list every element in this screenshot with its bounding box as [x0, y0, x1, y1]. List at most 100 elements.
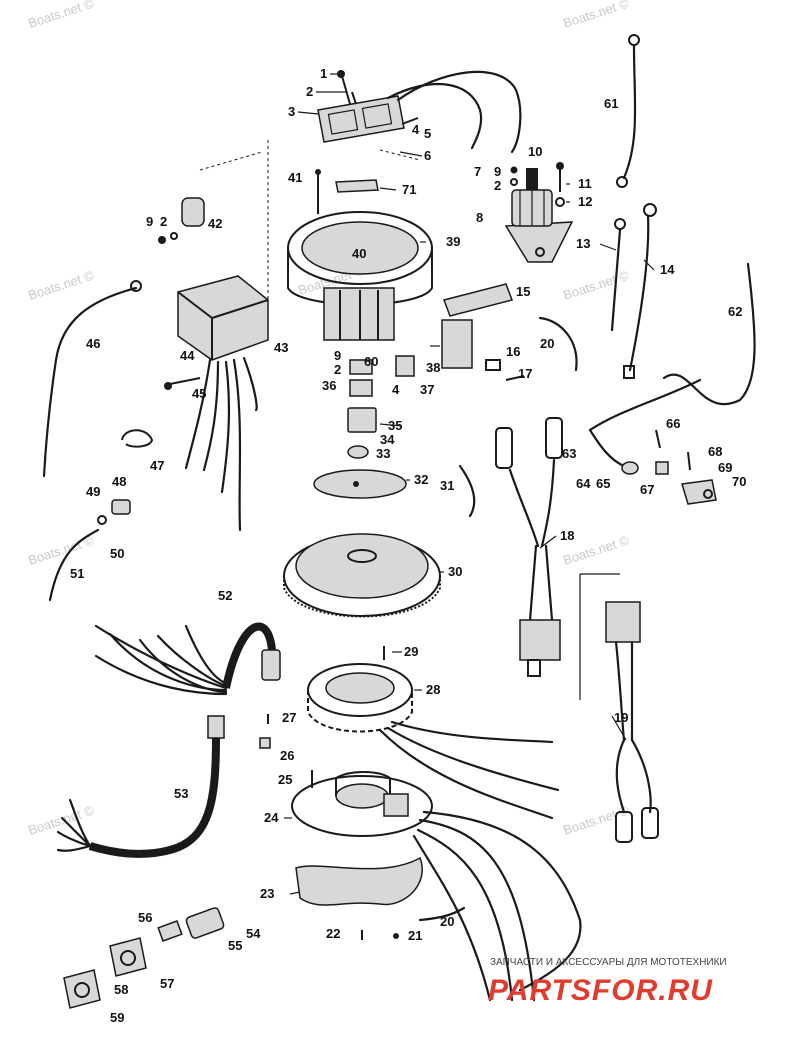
stator-drawing	[307, 663, 560, 820]
part-label: 47	[150, 458, 164, 473]
part-label: 66	[666, 416, 680, 431]
part-label: 44	[180, 348, 195, 363]
clamp-drawing	[121, 429, 154, 448]
part-label: 13	[576, 236, 590, 251]
part-label: 1	[320, 66, 327, 81]
part-label: 2	[160, 214, 167, 229]
part-label: 70	[732, 474, 746, 489]
harness-52-drawing	[94, 622, 281, 696]
part-label: 46	[86, 336, 100, 351]
footer-tagline: ЗАПЧАСТИ И АКСЕССУАРЫ ДЛЯ МОТОТЕХНИКИ	[490, 957, 727, 968]
part-label: 43	[274, 340, 288, 355]
part-label: 11	[578, 176, 592, 191]
part-label: 9	[146, 214, 153, 229]
part-label: 18	[560, 528, 574, 543]
part-label: 5	[424, 126, 431, 141]
part-label: 51	[70, 566, 84, 581]
part-label: 2	[334, 362, 341, 377]
part-label: 49	[86, 484, 100, 499]
part-label: 15	[516, 284, 530, 299]
part-label: 38	[426, 360, 440, 375]
part-label: 34	[380, 432, 395, 447]
part-label: 48	[112, 474, 126, 489]
part-label: 8	[476, 210, 483, 225]
part-label: 20	[440, 914, 454, 929]
timer-base-drawing	[313, 355, 415, 499]
watermark: Boats.net ©	[561, 0, 631, 31]
part-label: 58	[114, 982, 128, 997]
part-label: 61	[604, 96, 618, 111]
connector-48-drawing	[48, 499, 131, 602]
part-label: 53	[174, 786, 188, 801]
part-label: 57	[160, 976, 174, 991]
harness-19-drawing	[605, 601, 659, 843]
watermark: Boats.net ©	[26, 267, 96, 302]
part-label: 14	[660, 262, 675, 277]
part-label: 4	[412, 122, 420, 137]
part-label: 68	[708, 444, 722, 459]
part-label: 16	[506, 344, 520, 359]
rectifier-drawing	[317, 70, 522, 161]
misc-small-parts-drawing	[418, 283, 578, 922]
part-label: 9	[334, 348, 341, 363]
part-label: 54	[246, 926, 261, 941]
part-label: 17	[518, 366, 532, 381]
part-label: 30	[448, 564, 462, 579]
watermark: Boats.net ©	[561, 267, 631, 302]
part-label: 2	[494, 178, 501, 193]
part-label: 71	[402, 182, 416, 197]
part-label: 60	[364, 354, 378, 369]
watermark: Boats.net ©	[26, 0, 96, 31]
part-label: 20	[540, 336, 554, 351]
stator-plate-drawing	[267, 140, 433, 341]
part-label: 27	[282, 710, 296, 725]
part-labels: 1 2 3 4 5 6 7 8 9 10 2 11 12 41 71 9 2 4…	[70, 66, 746, 1025]
part-label: 42	[208, 216, 222, 231]
part-label: 33	[376, 446, 390, 461]
part-label: 10	[528, 144, 542, 159]
part-label: 19	[614, 710, 628, 725]
part-label: 39	[446, 234, 460, 249]
part-label: 3	[288, 104, 295, 119]
part-label: 24	[264, 810, 279, 825]
harness-53-drawing	[56, 715, 225, 858]
part-label: 65	[596, 476, 610, 491]
part-label: 29	[404, 644, 418, 659]
part-label: 52	[218, 588, 232, 603]
watermark: Boats.net ©	[26, 802, 96, 837]
part-label: 45	[192, 386, 206, 401]
part-label: 7	[474, 164, 481, 179]
part-label: 63	[562, 446, 576, 461]
armature-plate-drawing	[291, 771, 582, 1002]
lead-46-drawing	[42, 286, 138, 478]
part-drawings	[42, 34, 756, 1009]
small-screws-drawing	[259, 646, 399, 940]
part-label: 28	[426, 682, 440, 697]
solenoid-drawing	[504, 162, 574, 263]
footer-brand: PARTSFOR.RU	[488, 974, 713, 1007]
part-label: 55	[228, 938, 242, 953]
bracket-drawing	[295, 856, 423, 906]
part-label: 40	[352, 246, 366, 261]
part-label: 36	[322, 378, 336, 393]
part-label: 9	[494, 164, 501, 179]
part-label: 62	[728, 304, 742, 319]
flywheel-drawing	[283, 533, 441, 618]
part-label: 69	[718, 460, 732, 475]
part-label: 56	[138, 910, 152, 925]
watermark: Boats.net ©	[561, 802, 631, 837]
part-label: 6	[424, 148, 431, 163]
leader-lines	[284, 73, 655, 895]
part-label: 67	[640, 482, 654, 497]
harness-18-drawing	[495, 417, 620, 700]
part-label: 26	[280, 748, 294, 763]
coil-drawing	[158, 151, 263, 244]
part-label: 32	[414, 472, 428, 487]
footer: ЗАПЧАСТИ И АКСЕССУАРЫ ДЛЯ МОТОТЕХНИКИ PA…	[488, 957, 727, 1007]
part-label: 31	[440, 478, 454, 493]
key-switch-drawing	[63, 907, 225, 1009]
part-label: 50	[110, 546, 124, 561]
part-label: 25	[278, 772, 292, 787]
part-label: 21	[408, 928, 422, 943]
